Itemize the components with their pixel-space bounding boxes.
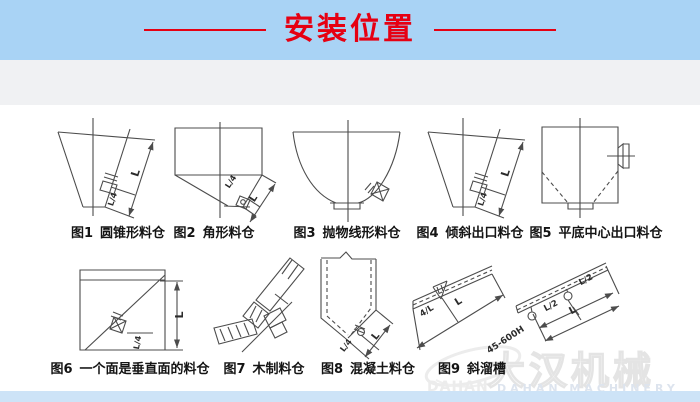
dim-label-L2-b: L/2 [577,272,595,288]
left-chute-dimension [412,273,506,351]
wood-bracket-middle [242,301,270,329]
dim-label-L: L [128,168,143,179]
dimension-lines [344,309,394,360]
bin-outline [174,122,263,218]
dim-label-height-range: 45-600H [485,325,526,357]
watermark-logo-swoosh [424,345,522,388]
vibrator-symbol [607,142,635,170]
figure2-angular-bin-drawing: L L/4 [174,122,277,223]
figure8-concrete-bin-drawing: L L/4 [320,251,394,360]
bin-outline [320,251,377,339]
bin-outline [427,118,526,219]
vibrator-symbol [235,195,251,210]
figure9-inclined-chute-drawing: 4/L L L/2 L/2 L 45-600H [412,262,620,357]
figure7-wooden-bin-drawing [213,257,305,353]
dim-label-L: L [173,311,186,318]
bin-outline [79,269,166,351]
dimension-lines [160,280,183,351]
dimension-lines [110,141,154,217]
dim-label-L4: L/4 [132,335,143,350]
dim-label-L: L [370,330,383,342]
dim-label-L: L [248,192,261,204]
page-title: 安装位置 [284,12,416,47]
left-chute-outline [412,265,493,310]
vibrator-symbol [353,324,366,337]
dim-label-L4: L/4 [476,191,489,207]
title-line-right [434,29,556,31]
dim-label-L4: L/4 [338,337,354,354]
figure1-conical-bin-drawing: L L/4 [57,118,156,219]
header-banner: 安装位置 [0,0,700,60]
figure4-inclined-outlet-bin-drawing: L L/4 [427,118,526,219]
bin-outline [292,120,401,222]
dim-label-L: L [453,295,465,308]
dim-label-L2-a: L/2 [542,298,560,314]
wood-plank-upper [255,257,305,312]
dim-label-L-right: L [567,304,578,317]
figure5-flat-bottom-bin-drawing [541,118,635,218]
vibrator-symbol [99,172,119,195]
vibrator-symbol [364,181,390,202]
title-line-left [144,29,266,31]
right-chute-outline [515,262,609,314]
dimension-lines [480,141,524,217]
bin-outline [57,118,156,219]
vibrator-symbol [109,311,127,334]
figure3-parabolic-bin-drawing [292,120,401,222]
right-chute-dimensions [532,265,620,342]
bin-outline [541,118,619,218]
dim-label-L: L [498,168,513,179]
left-chute-vibrator-symbol [432,280,448,300]
dim-label-L4: L/4 [106,191,119,207]
divider-band [0,60,700,105]
swoosh-ellipse [424,345,522,388]
wood-plank-lower [213,318,258,345]
footer-bar [0,391,700,402]
vibrator-symbol [469,172,489,195]
figure6-vertical-face-bin-drawing: L L/4 [79,269,186,351]
vibrator-symbol [241,301,293,353]
watermark-cn-text: 大汉机械 [486,348,656,393]
dim-label-L4: L/4 [223,173,238,190]
